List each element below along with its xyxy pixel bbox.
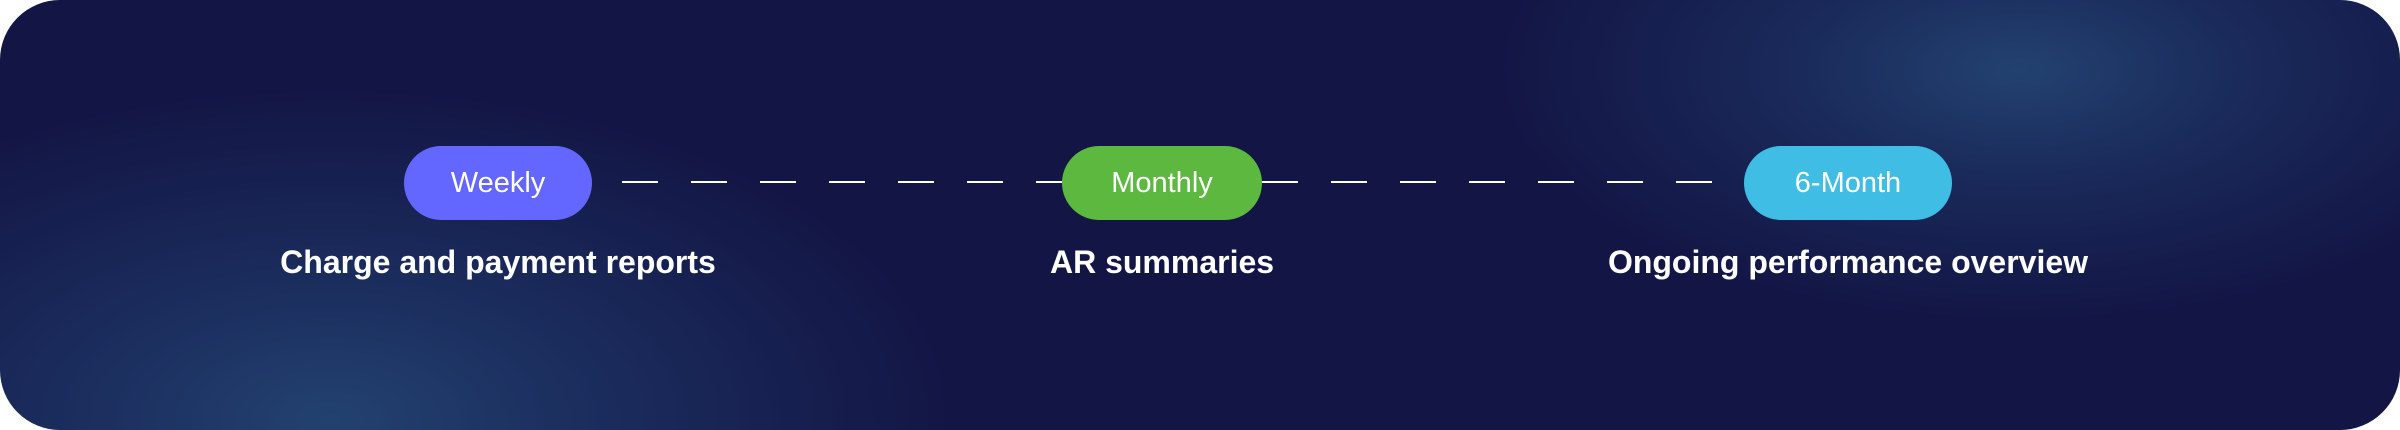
six-month-pill-label: 6-Month (1794, 166, 1902, 199)
monthly-pill-label: Monthly (1111, 166, 1213, 199)
monthly-caption: AR summaries (1049, 244, 1275, 280)
weekly-pill: Weekly (404, 146, 592, 220)
dashed-connector-monthly-6month (1262, 181, 1744, 183)
weekly-pill-label: Weekly (450, 166, 546, 199)
six-month-caption: Ongoing performance overview (1607, 244, 2089, 280)
monthly-pill: Monthly (1062, 146, 1262, 220)
six-month-pill: 6-Month (1744, 146, 1952, 220)
dashed-connector-weekly-monthly (622, 181, 1064, 183)
weekly-caption: Charge and payment reports (280, 244, 716, 280)
